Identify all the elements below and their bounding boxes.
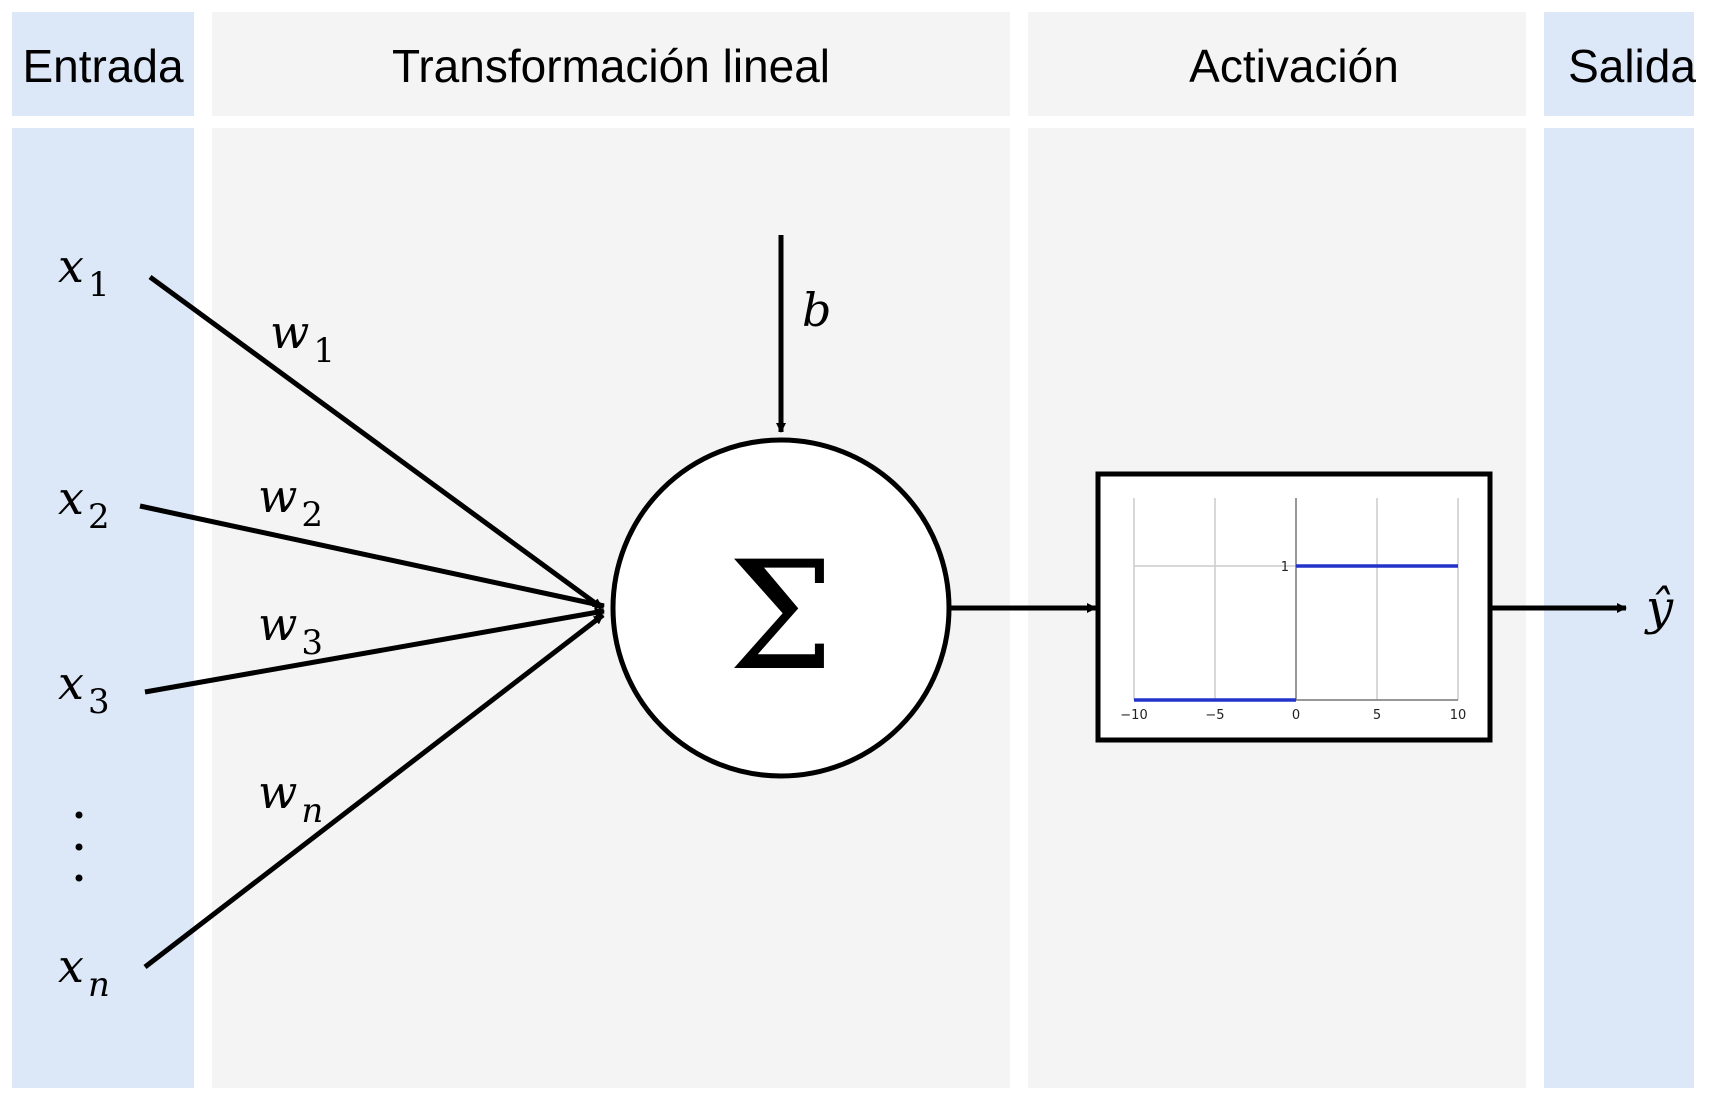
column-title-output: Salida [1568, 40, 1696, 92]
step-plot: −10 −5 0 5 10 1 [1120, 498, 1466, 723]
vertical-ellipsis [75, 811, 83, 882]
x-tick-5: 5 [1373, 708, 1381, 723]
summation-symbol: Σ [728, 530, 834, 704]
edge-x2 [139, 503, 605, 609]
output-label: ŷ [1644, 580, 1674, 636]
header-input-bg [12, 12, 194, 116]
header-activation-bg [1028, 12, 1526, 116]
header-output-bg [1544, 12, 1694, 116]
column-title-input: Entrada [22, 40, 184, 92]
column-title-linear: Transformación lineal [392, 40, 830, 92]
bias-label: b [802, 283, 831, 337]
header-linear-bg [212, 12, 1010, 116]
edge-x1 [148, 274, 604, 611]
y-tick-1: 1 [1281, 560, 1289, 575]
x-tick-minus5: −5 [1205, 708, 1224, 723]
edge-x3 [144, 607, 605, 695]
x-tick-10: 10 [1450, 708, 1467, 723]
activation-box: −10 −5 0 5 10 1 [1095, 471, 1493, 743]
x-tick-minus10: −10 [1120, 708, 1147, 723]
column-title-activation: Activación [1189, 40, 1399, 92]
x-tick-0: 0 [1292, 708, 1300, 723]
edge-xn [143, 613, 605, 969]
summation-node [610, 437, 952, 779]
